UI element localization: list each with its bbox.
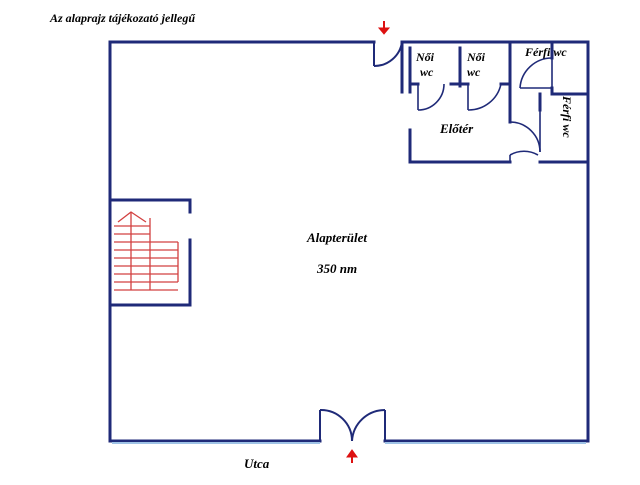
main-double-door	[319, 408, 386, 442]
outer-walls	[108, 40, 590, 443]
staircase	[108, 198, 192, 307]
disclaimer-note: Az alaprajz tájékozató jellegű	[49, 11, 196, 25]
street-label: Utca	[244, 456, 270, 471]
room-label-ferfi-wc-top: Férfi wc	[524, 45, 567, 59]
room-label-noi-wc-1-line2: wc	[420, 65, 434, 79]
wc-block-walls	[400, 40, 590, 164]
wc-door-swings	[417, 57, 553, 162]
room-label-noi-wc-2-line2: wc	[467, 65, 481, 79]
top-entrance-door	[373, 41, 403, 68]
entrance-arrow-up-icon	[346, 449, 358, 463]
room-label-ferfi-wc-side: Férfi wc	[560, 95, 574, 138]
entrance-arrow-down-icon	[377, 21, 391, 35]
room-label-noi-wc-2-line1: Női	[466, 50, 486, 64]
main-area-size: 350 nm	[316, 261, 357, 276]
room-label-eloter: Előtér	[439, 121, 474, 136]
main-area-label: Alapterület	[306, 230, 367, 245]
room-label-noi-wc-1-line1: Női	[415, 50, 435, 64]
